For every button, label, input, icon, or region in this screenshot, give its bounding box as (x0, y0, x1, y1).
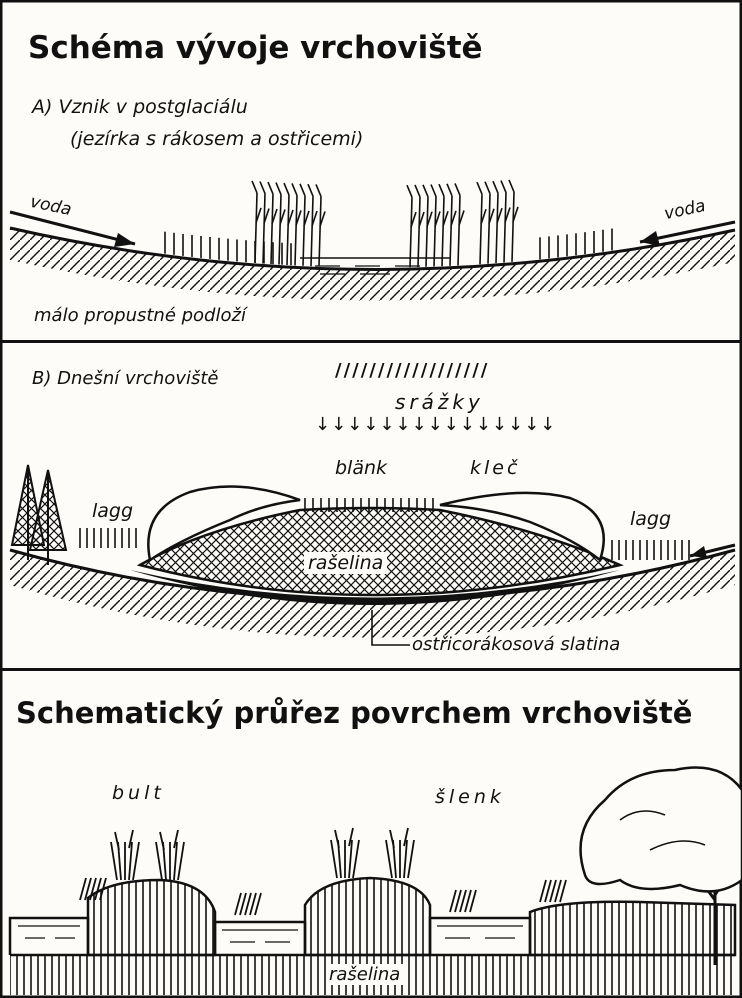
hollow-label: šlenk (435, 786, 505, 808)
panel-a-cross-section (10, 180, 735, 301)
lagg-right-label: lagg (630, 508, 671, 530)
panel-b-title: B) Dnešní vrchoviště (32, 368, 218, 389)
divider-a-b (0, 340, 742, 343)
hollow-1 (215, 922, 305, 955)
spruce-trees (12, 465, 66, 565)
hummock-3 (530, 902, 735, 955)
panel-a-subtitle: A) Vznik v postglaciálu (32, 96, 248, 118)
panel-a-title: Schéma vývoje vrchoviště (28, 30, 483, 66)
hummock-2 (305, 878, 430, 955)
fen-label: ostřicorákosová slatina (412, 634, 620, 655)
peat-label-c: rašelina (326, 964, 403, 985)
hummock-label: bult (112, 782, 165, 804)
rain-arrows: ↓↓↓↓↓↓↓↓↓↓↓↓↓↓↓ (315, 414, 556, 435)
precipitation-label: srážky (395, 390, 484, 414)
panel-a-subtitle-2: (jezírka s rákosem a ostřicemi) (70, 128, 363, 150)
lagg-left-label: lagg (92, 500, 133, 522)
peat-label: rašelina (304, 552, 387, 574)
subsoil-label: málo propustné podloží (34, 305, 246, 326)
hummock-1 (88, 880, 215, 955)
reed-clumps (252, 180, 518, 267)
divider-b-c (0, 668, 742, 671)
klec-label: kleč (470, 457, 520, 479)
rain-slashes: ////////////////// (335, 360, 489, 381)
blank-label: blänk (335, 457, 387, 479)
hollow-0 (10, 918, 88, 955)
panel-c-title: Schematický průřez povrchem vrchoviště (16, 696, 692, 730)
hollow-2 (430, 918, 530, 955)
